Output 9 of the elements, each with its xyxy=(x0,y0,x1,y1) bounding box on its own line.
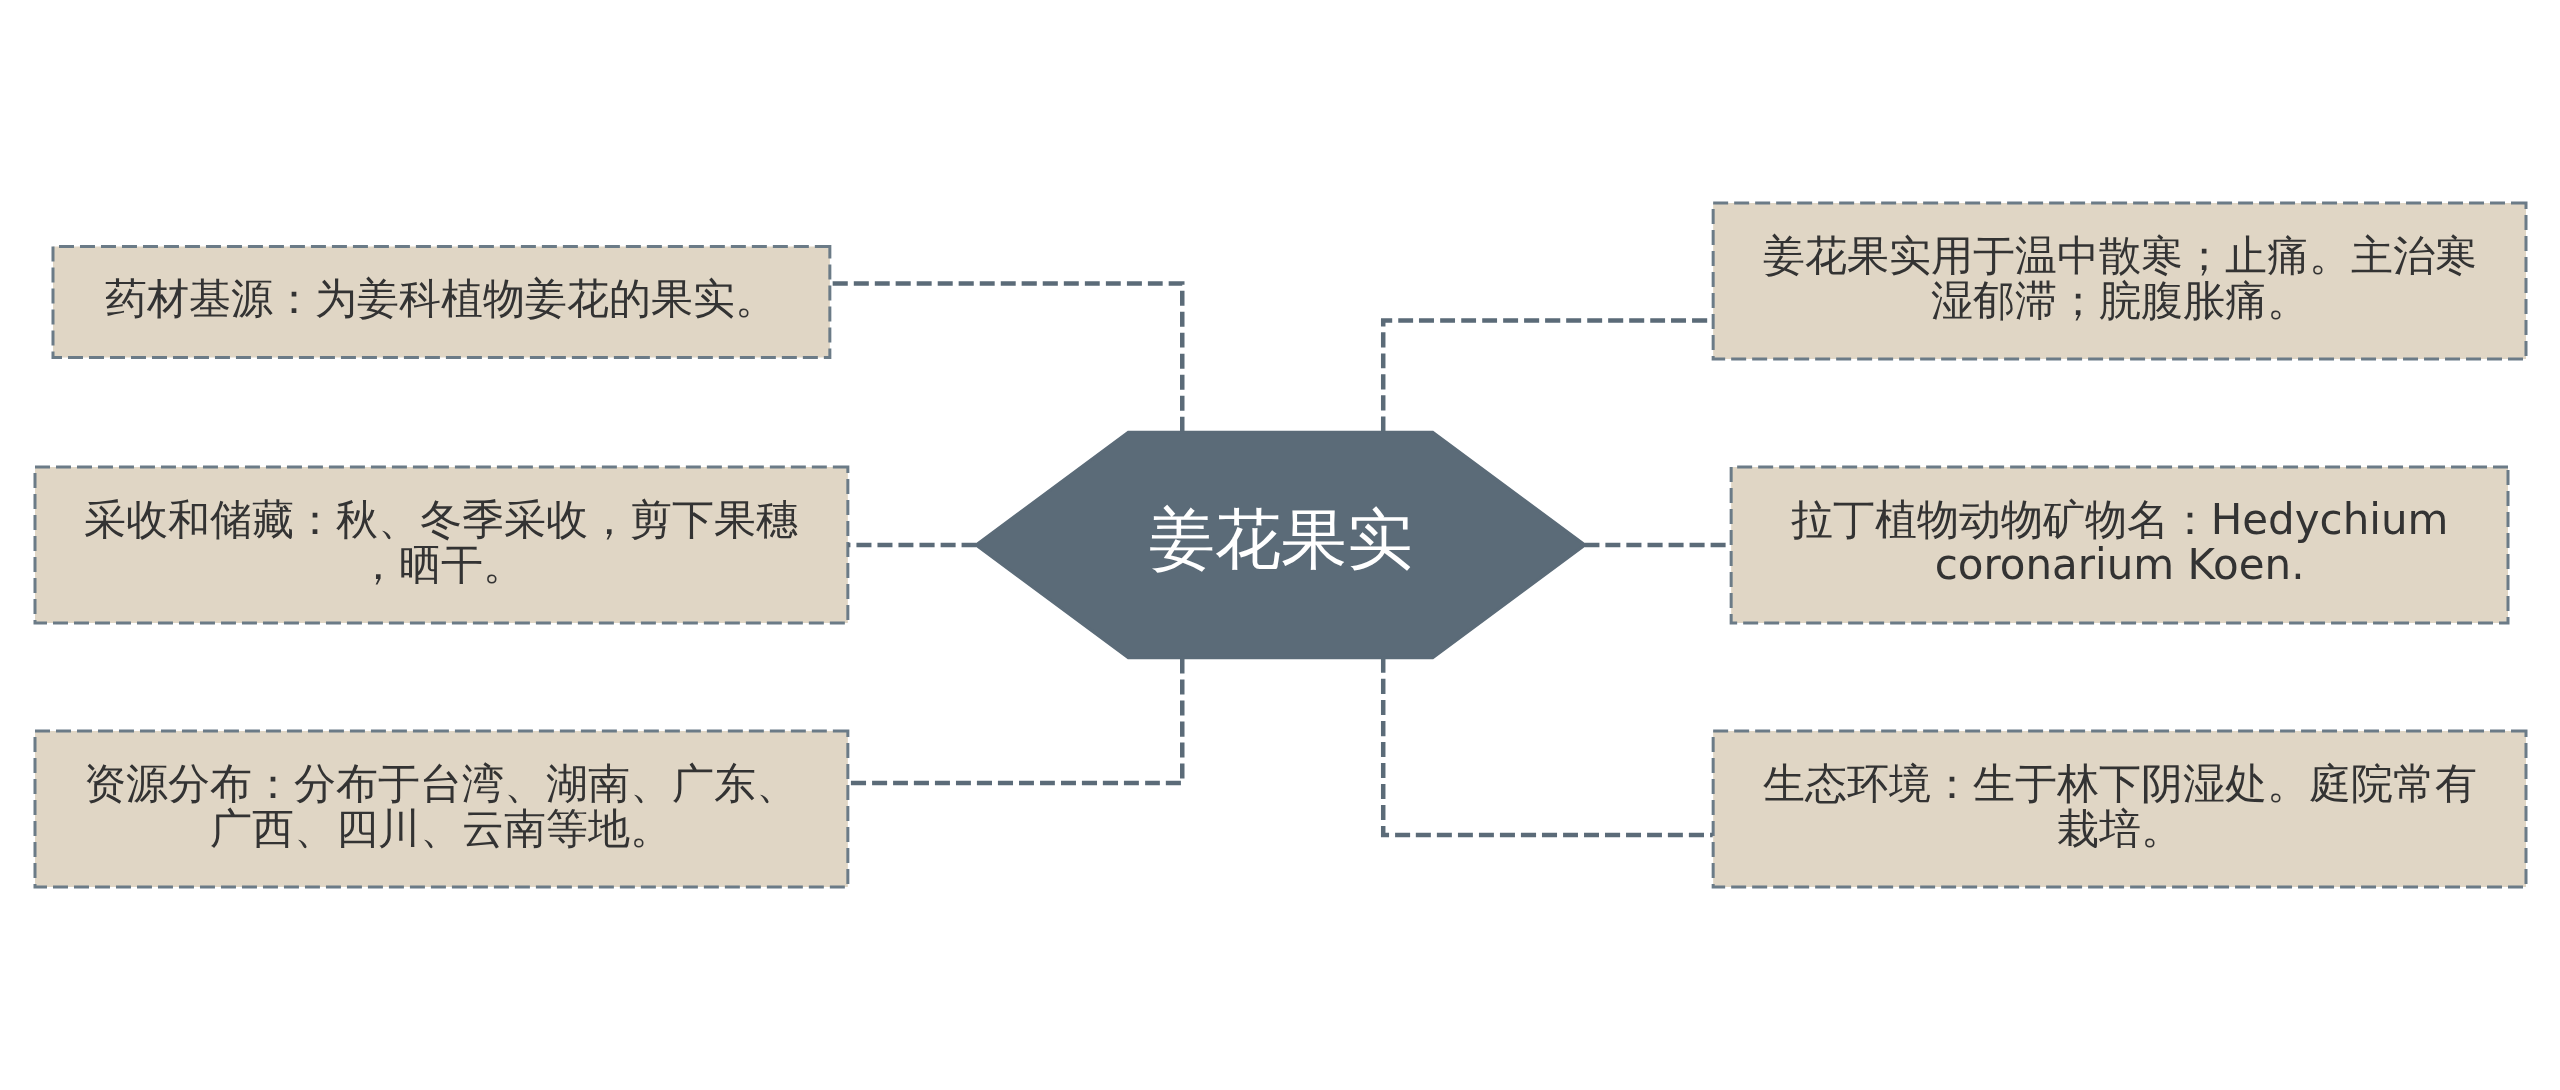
node-box: 拉丁植物动物矿物名：Hedychium coronarium Koen. xyxy=(1729,465,2509,625)
node-box: 资源分布：分布于台湾、湖南、广东、广西、四川、云南等地。 xyxy=(33,729,849,889)
connector xyxy=(1380,657,1713,838)
connector xyxy=(848,658,1184,786)
node-box: 药材基源：为姜科植物姜花的果实。 xyxy=(51,245,831,360)
node-box: 采收和储藏：秋、冬季采收，剪下果穗，晒干。 xyxy=(33,465,849,625)
node-box: 姜花果实用于温中散寒；止痛。主治寒湿郁滞；脘腹胀痛。 xyxy=(1711,201,2527,361)
connector xyxy=(847,542,976,548)
node-box: 生态环境：生于林下阴湿处。庭院常有栽培。 xyxy=(1711,729,2527,889)
